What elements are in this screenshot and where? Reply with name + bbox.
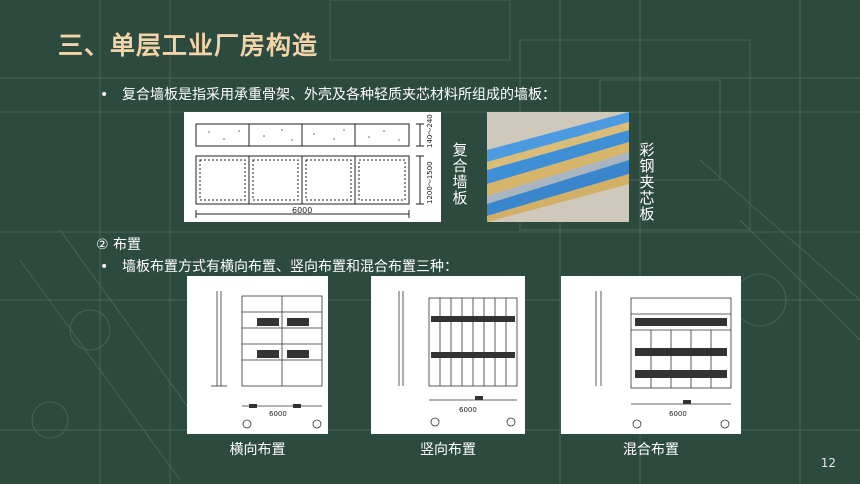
horizontal-layout-drawing: 6000 bbox=[187, 276, 328, 434]
composite-wall-diagram: 6000 140～240 1200～1500 bbox=[195, 114, 434, 218]
vertical-layout-drawing: 6000 bbox=[371, 276, 525, 434]
horizontal-layout-diagram: 6000 bbox=[211, 291, 323, 429]
dim-width-label: 6000 bbox=[292, 206, 312, 215]
caption-vertical-layout: 竖向布置 bbox=[420, 442, 476, 458]
mixed-layout-diagram: 6000 bbox=[595, 291, 732, 429]
bullet-dot: • bbox=[100, 87, 109, 103]
page-number: 12 bbox=[820, 456, 836, 470]
dim-label: 6000 bbox=[669, 410, 687, 418]
sandwich-panel-photo bbox=[487, 112, 629, 222]
bullet-dot: • bbox=[100, 259, 109, 275]
sandwich-panel-label: 彩钢夹芯板 bbox=[639, 141, 655, 223]
caption-mixed-layout: 混合布置 bbox=[623, 442, 679, 458]
bullet-composite-wall: • 复合墙板是指采用承重骨架、外壳及各种轻质夹芯材料所组成的墙板： bbox=[100, 84, 556, 104]
vertical-layout-diagram: 6000 bbox=[398, 291, 518, 427]
dim-label: 6000 bbox=[459, 406, 477, 414]
section-heading: ② 布置 bbox=[96, 237, 142, 253]
bullet-text: 复合墙板是指采用承重骨架、外壳及各种轻质夹芯材料所组成的墙板： bbox=[122, 87, 556, 103]
composite-wall-label: 复合墙板 bbox=[452, 141, 468, 207]
sandwich-panel-illustration bbox=[487, 112, 629, 222]
dim-label: 6000 bbox=[269, 410, 287, 418]
caption-horizontal-layout: 横向布置 bbox=[229, 442, 286, 458]
composite-wall-drawing: 6000 140～240 1200～1500 bbox=[184, 112, 441, 222]
dim-main-height-label: 1200～1500 bbox=[426, 161, 434, 204]
bullet-text: 墙板布置方式有横向布置、竖向布置和混合布置三种： bbox=[122, 259, 458, 275]
slide-title: 三、单层工业厂房构造 bbox=[58, 31, 319, 60]
dim-top-height-label: 140～240 bbox=[426, 114, 434, 148]
mixed-layout-drawing: 6000 bbox=[561, 276, 741, 434]
bullet-layout-types: • 墙板布置方式有横向布置、竖向布置和混合布置三种： bbox=[100, 256, 458, 276]
